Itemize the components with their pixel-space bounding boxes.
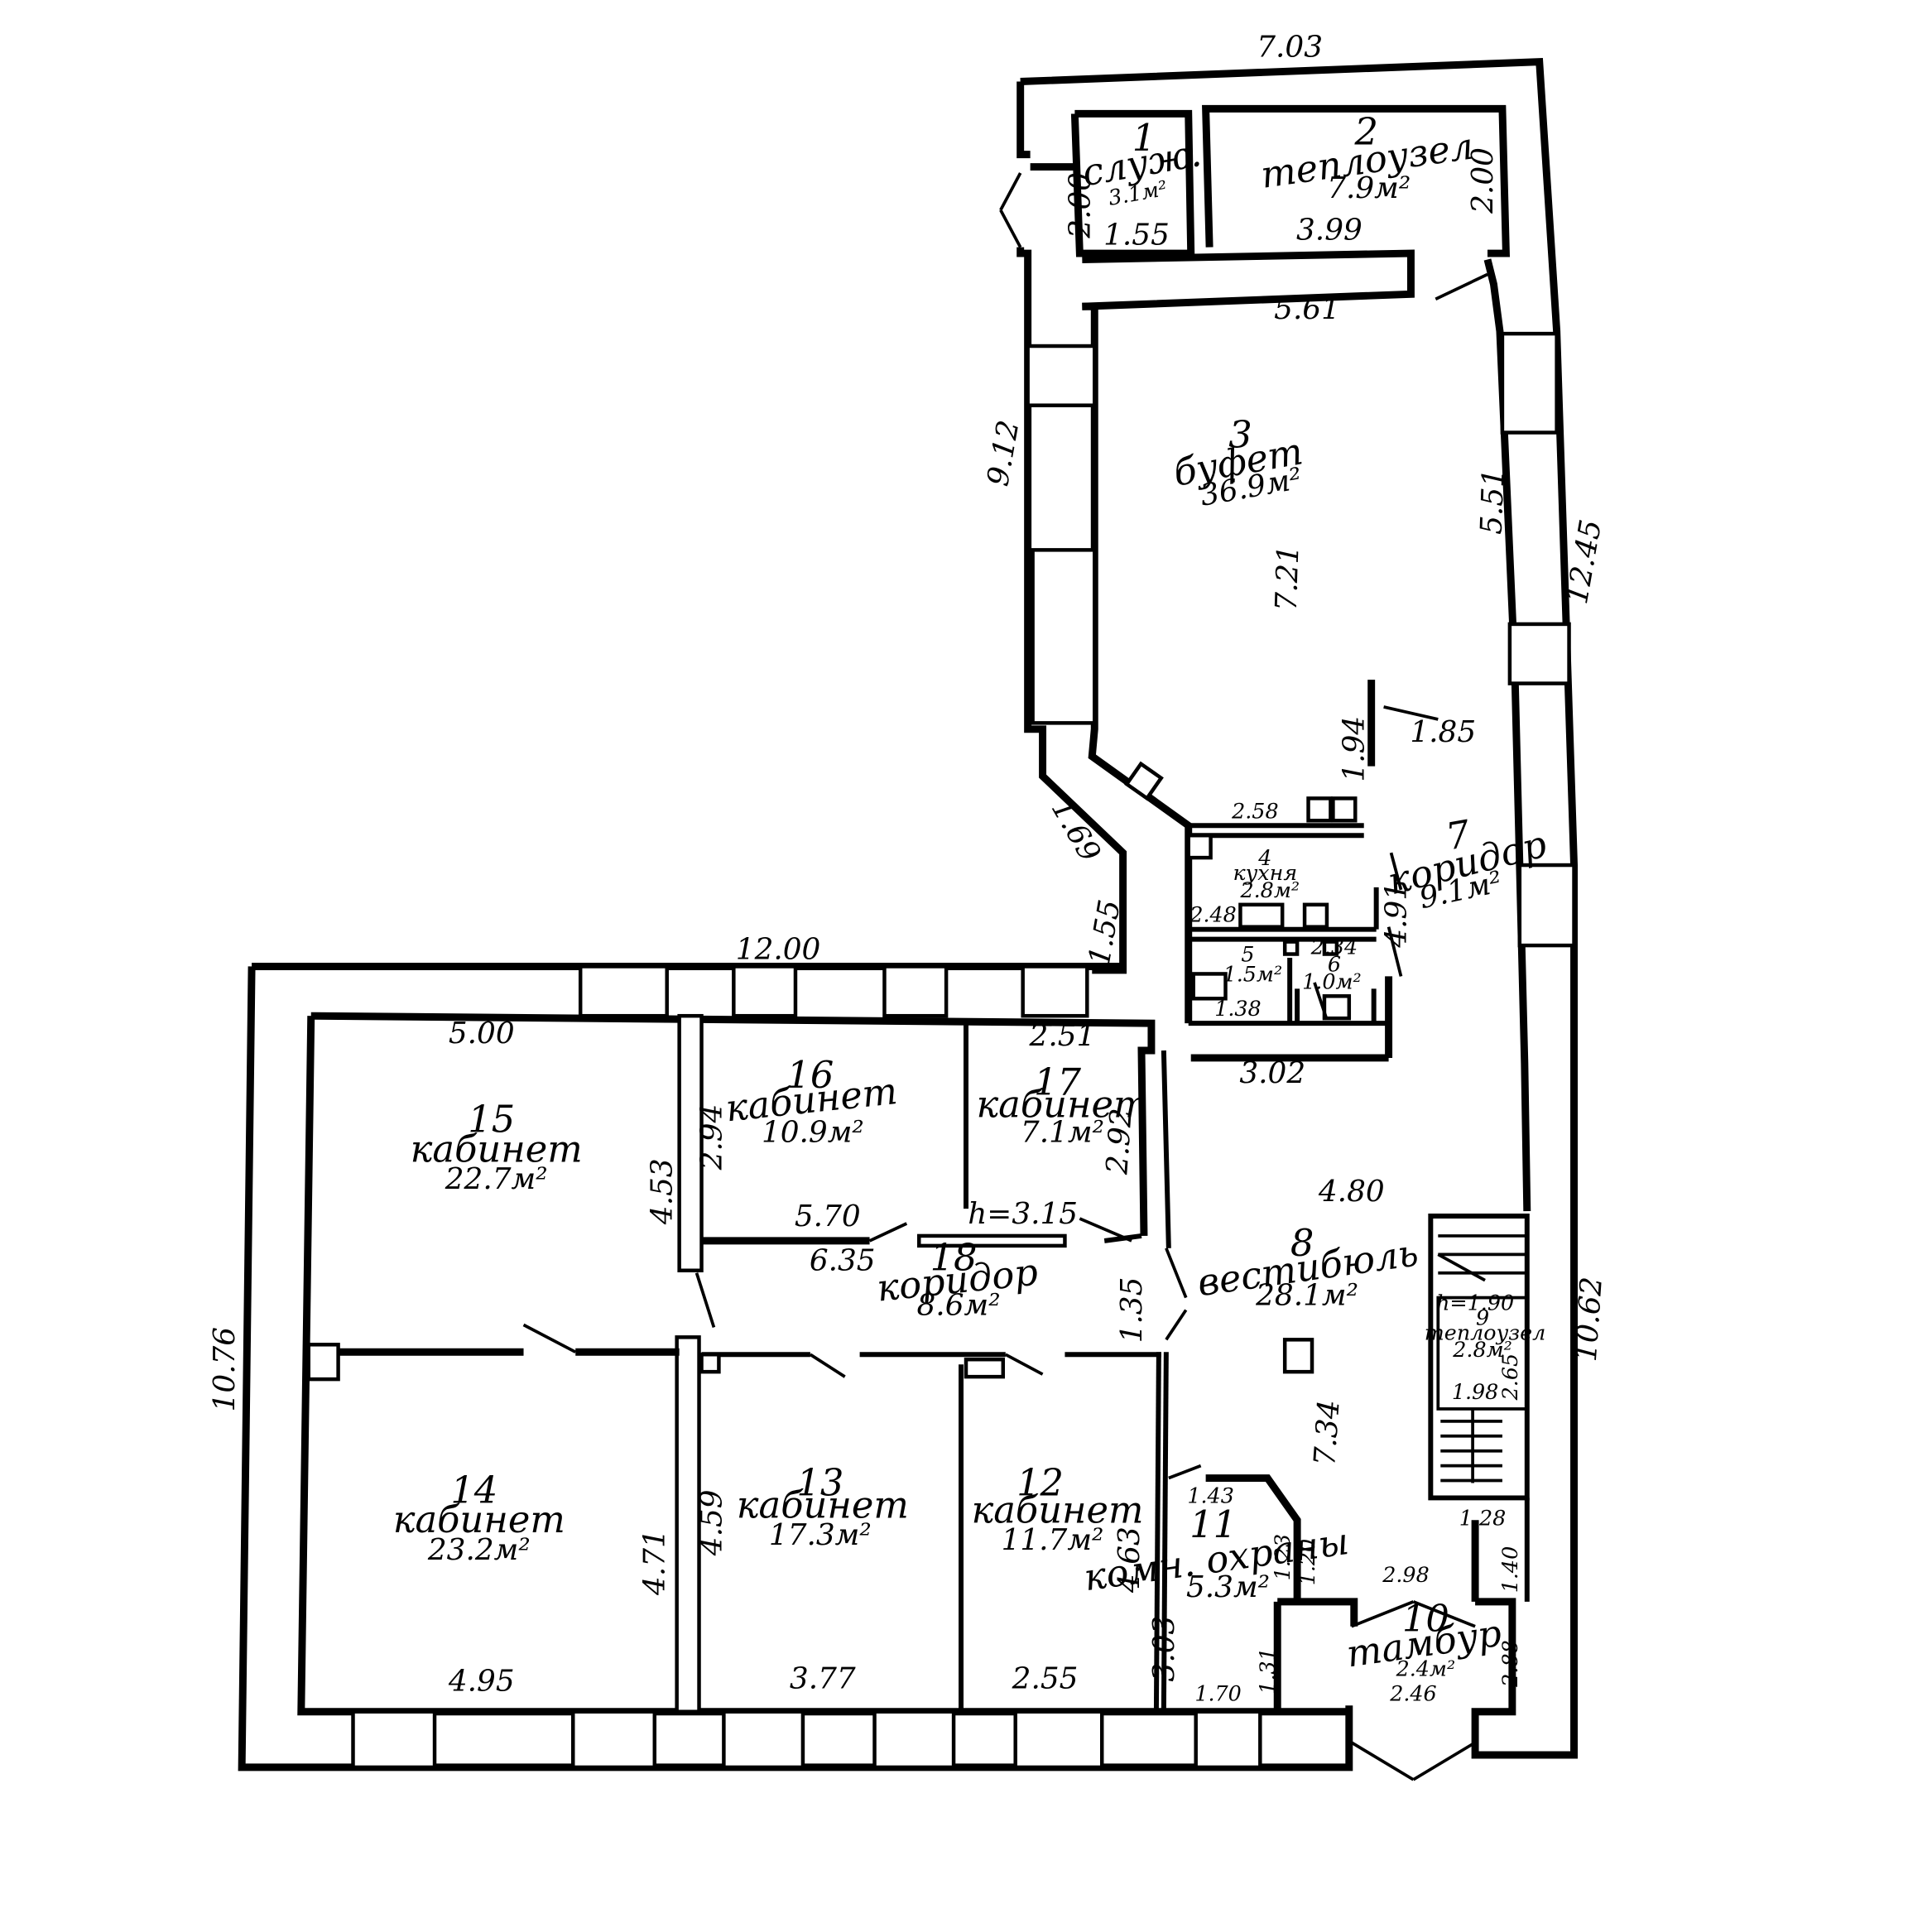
dim-r13-bot: 3.77 (790, 1661, 856, 1695)
dim-wc-w: 1.38 (1214, 996, 1261, 1021)
room-5-area: 1.5м² (1223, 961, 1283, 986)
dim-r10-bot: 2.46 (1389, 1680, 1436, 1705)
dim-r11-c: 1.31 (1255, 1647, 1280, 1694)
dim-r11-side: 3.03 (1147, 1616, 1181, 1682)
dim-r3-top: 5.61 (1274, 292, 1340, 326)
room-14-num: 14 (450, 1468, 497, 1512)
heat-unit-height: h=1.90 (1436, 1291, 1514, 1315)
room-12-name: кабинет (971, 1488, 1143, 1531)
room-16-num: 16 (786, 1053, 834, 1097)
dim-wing-left: 10.76 (208, 1327, 242, 1412)
room-10-num: 10 (1402, 1597, 1449, 1641)
dim-r11-a: 1.23 (1270, 1534, 1295, 1580)
corridor-height: h=3.15 (968, 1197, 1078, 1231)
dim-r3-side: 5.51 (1475, 468, 1511, 535)
room-17-area: 7.1м² (1021, 1115, 1104, 1149)
dim-r3-mid: 7.21 (1270, 545, 1306, 612)
dim-r18-side: 1.35 (1115, 1277, 1149, 1344)
room-11-num: 11 (1189, 1502, 1237, 1546)
dim-right-lower: 10.62 (1569, 1276, 1609, 1363)
dim-r10-r: 2.88 (1497, 1640, 1522, 1687)
dim-r6-w: 2.34 (1310, 935, 1358, 959)
dim-r14-bot: 4.95 (448, 1664, 515, 1698)
dim-r2-h: 2.00 (1466, 147, 1500, 214)
room-14-name: кабинет (393, 1498, 565, 1541)
dim-r15-side: 4.53 (646, 1158, 680, 1225)
dim-r1-w: 1.55 (1103, 219, 1170, 252)
room-15-name: кабинет (411, 1127, 583, 1171)
dim-r18-w: 6.35 (810, 1244, 876, 1278)
room-6-num: 6 (1328, 951, 1341, 976)
dim-r15-top: 5.00 (449, 1017, 515, 1050)
room-12-num: 12 (1016, 1460, 1064, 1504)
room-9-area: 2.8м² (1452, 1337, 1512, 1362)
dim-right-upper: 12.45 (1560, 517, 1608, 607)
room-15-num: 15 (468, 1098, 515, 1142)
dim-r12-side: 4.63 (1113, 1526, 1146, 1594)
room-8-num: 8 (1290, 1221, 1314, 1265)
room-9-name: теплоузел (1425, 1320, 1546, 1344)
dim-k-w2: 2.48 (1189, 902, 1236, 927)
dim-r17-side: 2.92 (1100, 1107, 1139, 1175)
north-wing-walls (1016, 58, 1579, 1759)
dim-r11-b: 1.20 (1295, 1539, 1319, 1585)
room-16-area: 10.9м² (762, 1115, 864, 1149)
partitions (306, 761, 1530, 1714)
dim-r9-s: 2.65 (1497, 1353, 1522, 1401)
room-14-area: 23.2м² (427, 1533, 531, 1567)
room-15-area: 22.7м² (445, 1162, 548, 1196)
room-4-area: 2.8м² (1239, 877, 1300, 902)
dim-r17-top: 2.51 (1029, 1019, 1096, 1053)
dim-r3-k: 1.85 (1410, 715, 1476, 749)
room-17-name: кабинет (976, 1083, 1148, 1127)
room-13-name: кабинет (737, 1483, 909, 1526)
room-9-num: 9 (1476, 1305, 1489, 1329)
dim-left-upper: 9.12 (981, 418, 1026, 489)
windows (351, 331, 1576, 1770)
room-18-num: 18 (930, 1236, 978, 1280)
dim-r9-b: 1.98 (1452, 1379, 1498, 1404)
room-13-area: 17.3м² (769, 1518, 872, 1552)
dim-r9-c: 1.28 (1459, 1505, 1506, 1530)
door-swings (522, 172, 1488, 1781)
dim-r12-bot: 2.55 (1012, 1661, 1079, 1695)
dim-k-h: 1.94 (1338, 716, 1372, 782)
dim-k-w: 2.58 (1231, 798, 1278, 823)
dim-r8-w: 4.80 (1318, 1175, 1385, 1209)
room-4-num: 4 (1257, 845, 1271, 870)
room-11-area: 5.3м² (1186, 1570, 1270, 1604)
dim-top-width: 7.03 (1257, 31, 1323, 65)
room-3-num: 3 (1228, 412, 1252, 456)
dim-r10-top: 2.98 (1382, 1562, 1429, 1587)
room-4-name: кухня (1233, 860, 1297, 885)
dim-r11-bot: 1.70 (1194, 1680, 1241, 1705)
room-2-area: 7.9м² (1327, 171, 1411, 205)
room-1-num: 1 (1132, 116, 1156, 160)
dim-r8-top: 3.02 (1239, 1056, 1305, 1090)
room-5-num: 5 (1241, 941, 1254, 966)
room-8-area: 28.1м² (1255, 1279, 1358, 1313)
room-10-area: 2.4м² (1396, 1656, 1456, 1680)
dim-wing-top: 12.00 (736, 933, 821, 967)
dim-r1-h: 2.00 (1063, 172, 1097, 239)
room-17-num: 17 (1034, 1060, 1081, 1104)
room-6-area: 1.0м² (1302, 969, 1362, 993)
room-12-area: 11.7м² (1002, 1523, 1104, 1557)
dim-r14-side: 4.71 (638, 1529, 672, 1596)
dim-r16-side: 2.94 (694, 1104, 728, 1171)
dim-c7: 4.91 (1379, 882, 1413, 949)
dim-r13-side: 4.59 (694, 1489, 728, 1556)
room-18-area: 8.6м² (917, 1288, 1001, 1322)
room-13-num: 13 (796, 1460, 843, 1504)
dim-r2-w: 3.99 (1296, 214, 1362, 248)
dim-r11-top: 1.43 (1187, 1483, 1233, 1507)
room-2-num: 2 (1353, 110, 1377, 154)
dim-r8-h: 7.34 (1308, 1399, 1346, 1467)
dim-r10-l: 1.40 (1497, 1546, 1522, 1593)
dim-r16-bot: 5.70 (795, 1199, 861, 1233)
